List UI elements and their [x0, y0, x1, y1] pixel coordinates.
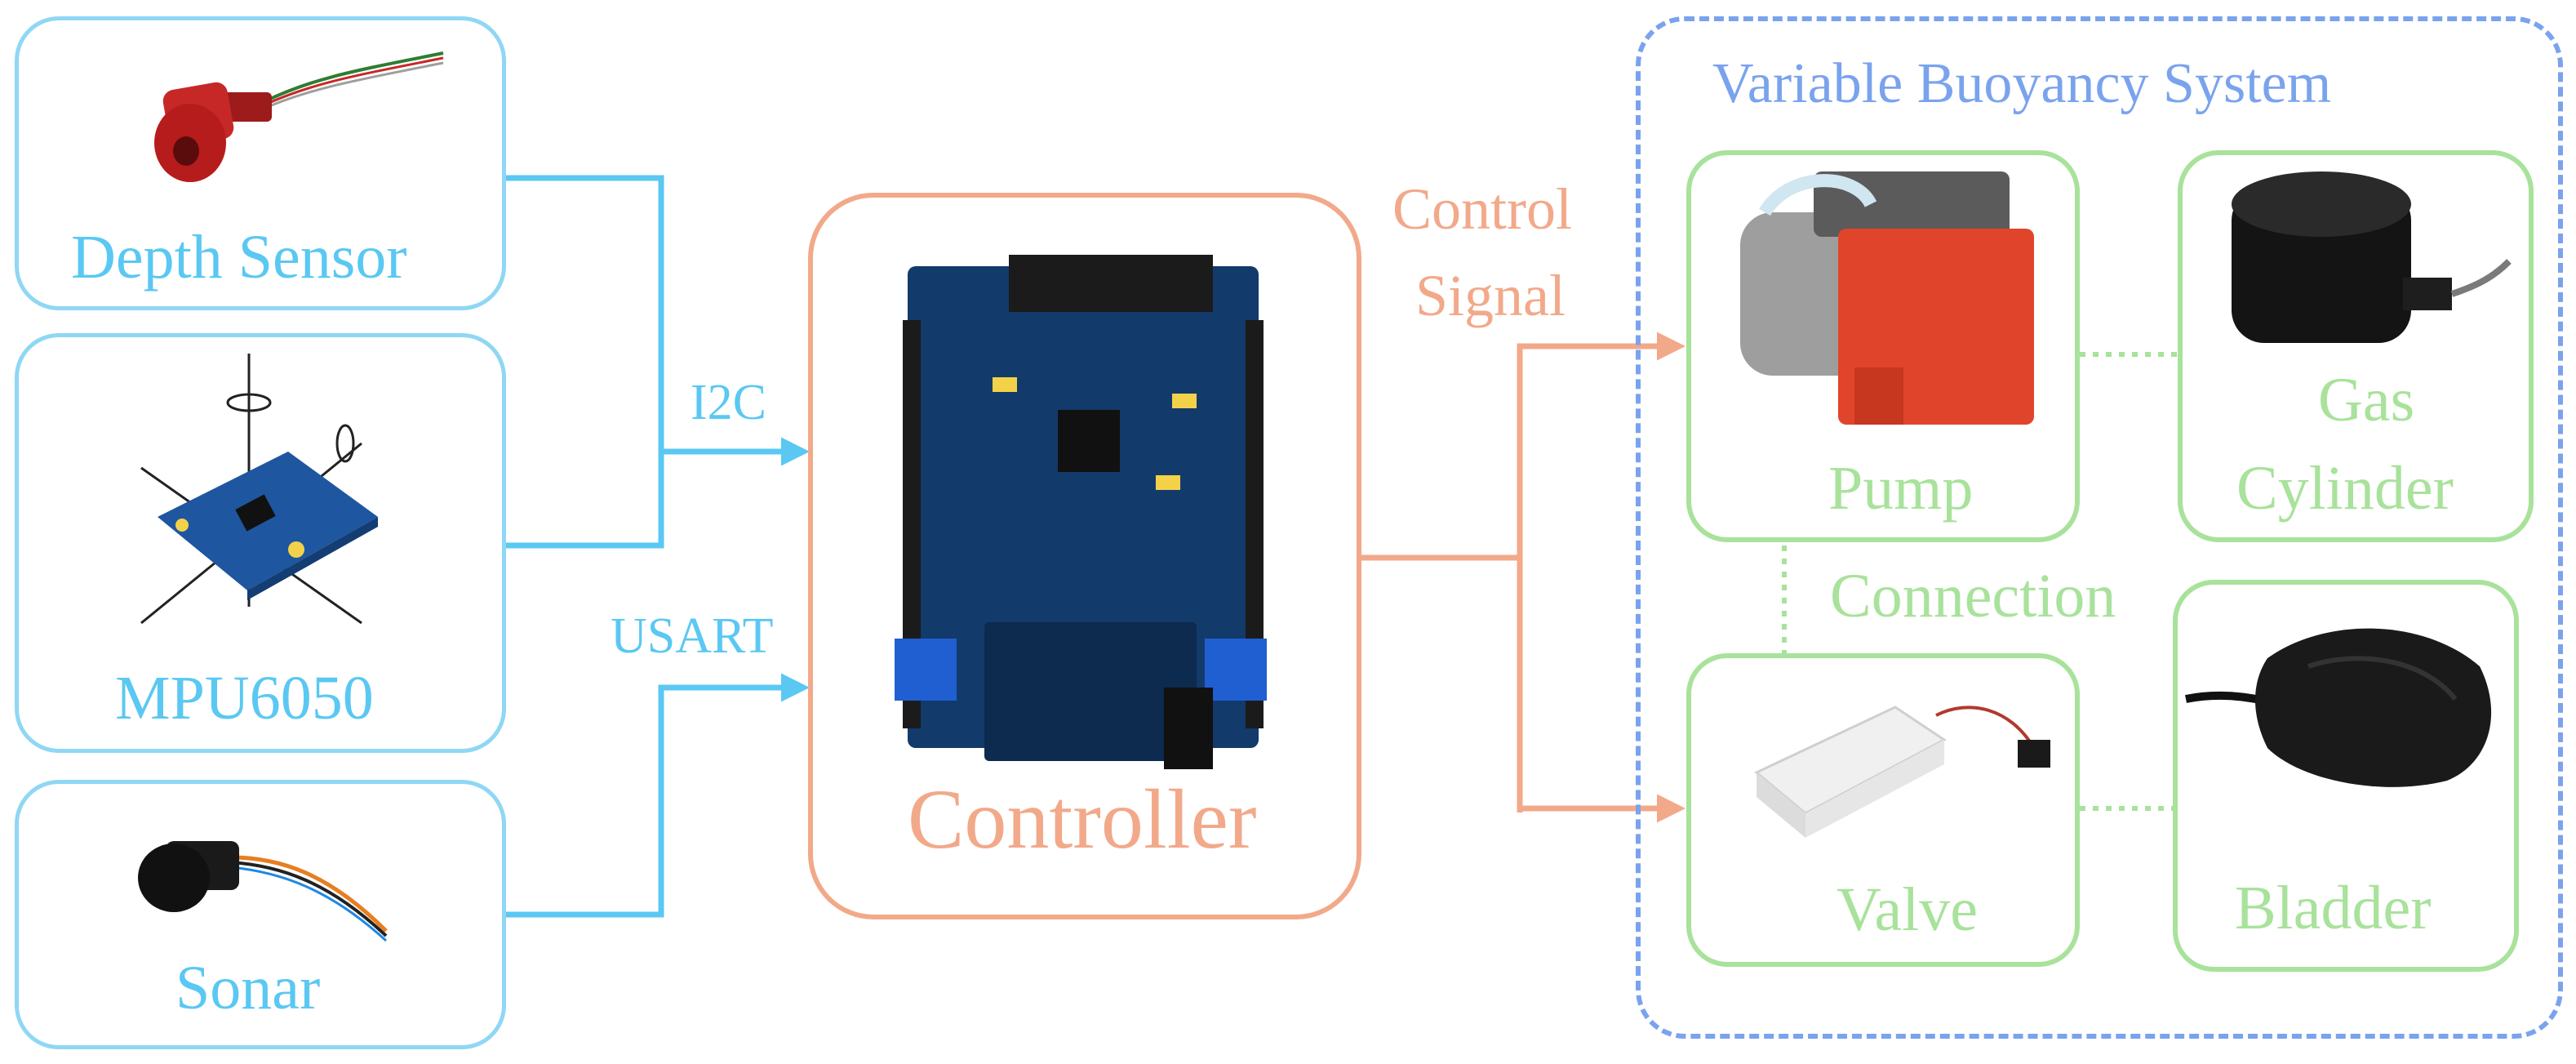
mpu6050-box: MPU6050: [15, 333, 506, 753]
valve-label: Valve: [1837, 875, 1979, 944]
valve-box: Valve: [1686, 653, 2080, 967]
control-to-pump: [1517, 332, 1686, 812]
connection-label: Connection: [1830, 562, 2116, 630]
bladder-icon: [2185, 628, 2492, 787]
depth-sensor-icon: [154, 51, 444, 182]
gas-cylinder-label-line2: Cylinder: [2236, 454, 2454, 523]
usart-label: USART: [611, 608, 774, 664]
gas-cylinder-label-line1: Gas: [2318, 366, 2415, 434]
pump-box: Pump: [1686, 150, 2080, 542]
pump-label: Pump: [1828, 454, 1974, 523]
sonar-label: Sonar: [175, 954, 321, 1022]
i2c-label: I2C: [691, 375, 766, 430]
controller-label: Controller: [908, 772, 1257, 866]
i2c-connector: [506, 175, 664, 549]
control-signal-line1: Control: [1392, 176, 1573, 242]
bladder-box: Bladder: [2173, 580, 2519, 972]
valve-icon: [1754, 706, 2050, 838]
control-signal-line2: Signal: [1415, 263, 1566, 328]
mpu6050-label: MPU6050: [115, 664, 374, 732]
depth-sensor-label: Depth Sensor: [71, 223, 407, 292]
sonar-box: Sonar: [15, 780, 506, 1049]
pump-icon: [1740, 171, 2034, 425]
vbs-title: Variable Buoyancy System: [1712, 52, 2332, 115]
gas-cylinder-box: Gas Cylinder: [2178, 150, 2534, 542]
bladder-label: Bladder: [2235, 874, 2432, 942]
gas-cylinder-icon: [2232, 171, 2512, 343]
controller-board-icon: [895, 255, 1267, 769]
sonar-icon: [138, 841, 388, 942]
mpu6050-icon: [140, 354, 378, 625]
vbs-box: [1636, 16, 2563, 1039]
usart-connector: [506, 673, 810, 918]
depth-sensor-box: Depth Sensor: [15, 16, 506, 310]
controller-box: Controller: [808, 193, 1361, 919]
